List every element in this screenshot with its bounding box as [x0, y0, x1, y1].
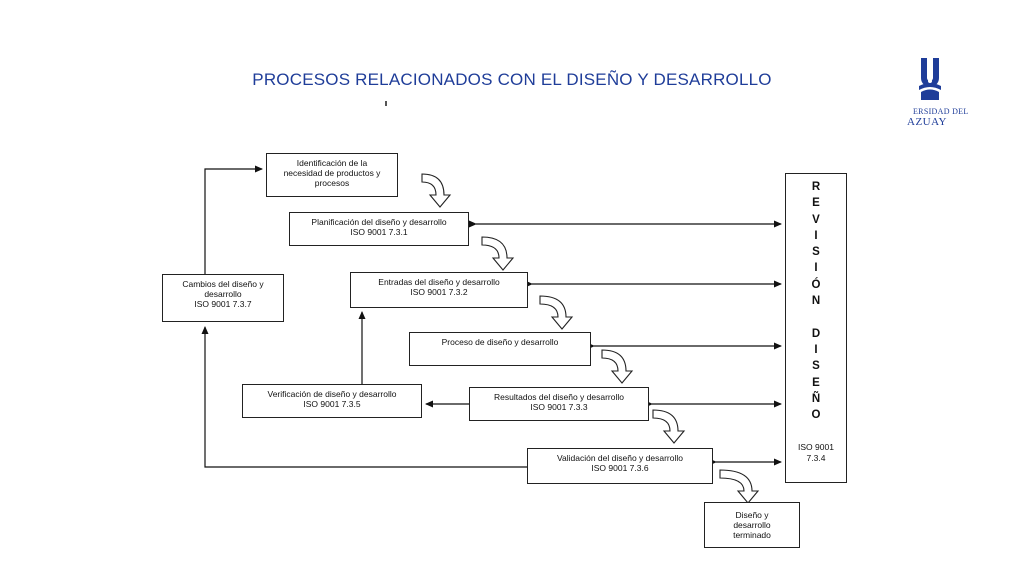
slide-title: PROCESOS RELACIONADOS CON EL DISEÑO Y DE…: [252, 70, 772, 89]
curved-arrow-5: [652, 409, 686, 444]
decorative-tick: [385, 101, 387, 106]
university-logo: ERSIDAD DEL AZUAY: [887, 52, 973, 132]
box-identificacion: Identificación de la necesidad de produc…: [266, 153, 398, 197]
box-proceso: Proceso de diseño y desarrollo: [409, 332, 591, 366]
curved-arrow-2: [481, 236, 515, 271]
box-terminado: Diseño y desarrollo terminado: [704, 502, 800, 548]
box-verificacion: Verificación de diseño y desarrollo ISO …: [242, 384, 422, 418]
curved-arrow-1: [421, 173, 452, 208]
arrow-validacion-cambios: [201, 326, 527, 468]
university-emblem-icon: [919, 58, 941, 100]
box-resultados: Resultados del diseño y desarrollo ISO 9…: [469, 387, 649, 421]
curved-arrow-4: [601, 349, 634, 384]
logo-text-line1: ERSIDAD DEL: [913, 107, 969, 116]
revision-vertical-text: R E V I S I Ó N D I S E Ñ O: [811, 181, 821, 422]
box-cambios: Cambios del diseño y desarrollo ISO 9001…: [162, 274, 284, 322]
curved-arrow-3: [539, 295, 574, 330]
box-revision-diseno: R E V I S I Ó N D I S E Ñ O ISO 9001 7.3…: [785, 173, 847, 483]
box-validacion: Validación del diseño y desarrollo ISO 9…: [527, 448, 713, 484]
logo-text-line2: AZUAY: [907, 116, 947, 128]
box-entradas: Entradas del diseño y desarrollo ISO 900…: [350, 272, 528, 308]
box-planificacion: Planificación del diseño y desarrollo IS…: [289, 212, 469, 246]
revision-iso-code: ISO 9001 7.3.4: [798, 442, 834, 463]
arrow-cambios-identificacion: [204, 165, 263, 274]
curved-arrow-6: [719, 469, 760, 504]
